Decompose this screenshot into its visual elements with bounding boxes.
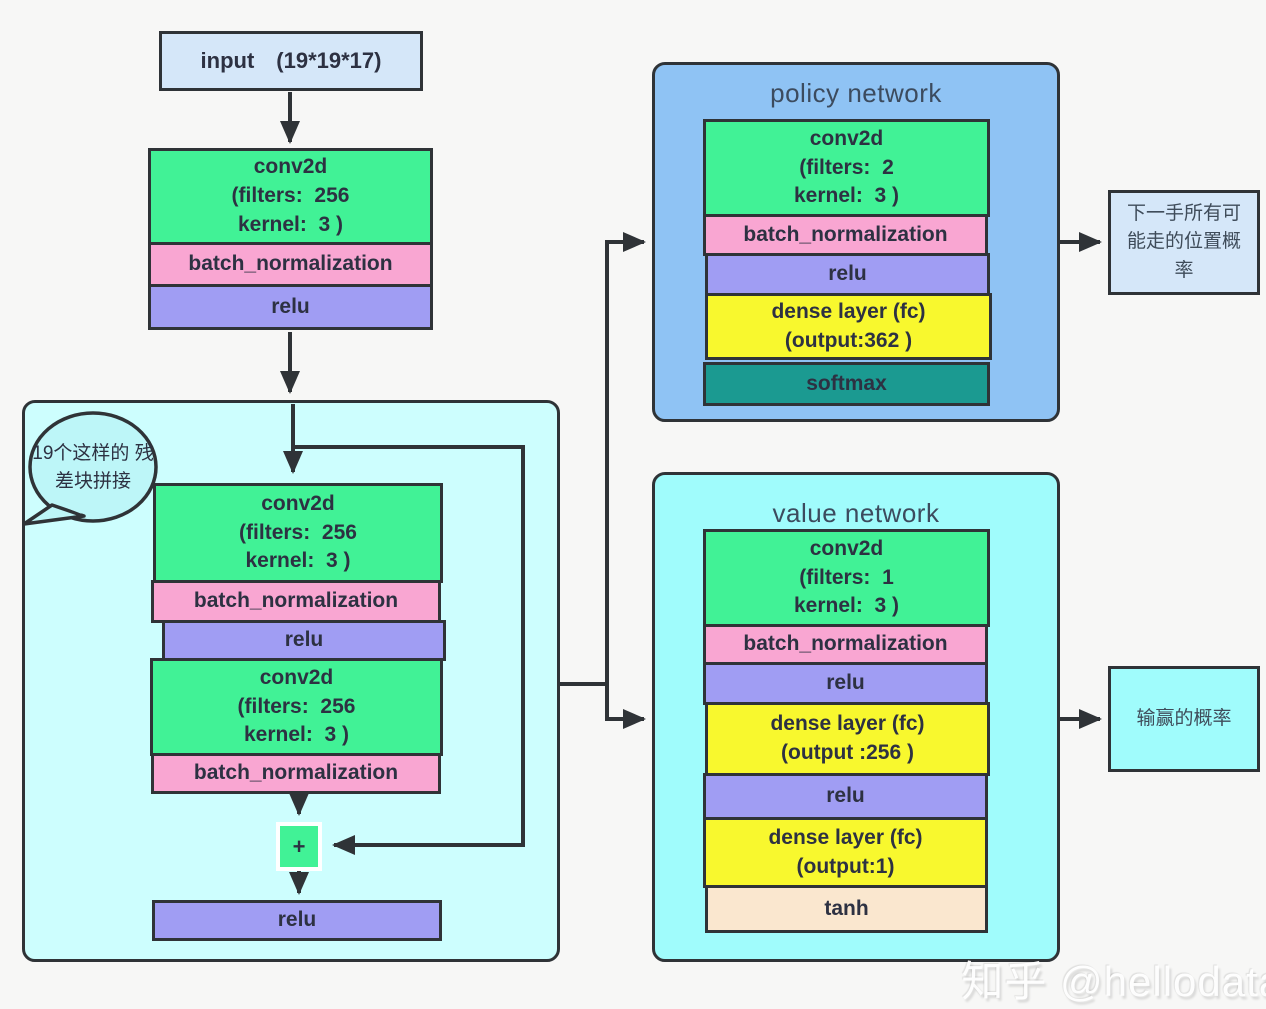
input-box: input (19*19*17) xyxy=(159,31,423,91)
relu-label: relu xyxy=(828,262,867,286)
policy-output-box: 下一手所有可能走的位置概率 xyxy=(1108,190,1260,295)
batch-norm-label: batch_normalization xyxy=(188,252,393,276)
value-network-title: value network xyxy=(652,498,1060,529)
watermark-text: 知乎 @hellodata xyxy=(961,958,1266,1005)
value-relu2: relu xyxy=(703,773,988,820)
residual-conv1: conv2d (filters: 256 kernel: 3 ) xyxy=(153,483,443,583)
batch-norm-label: batch_normalization xyxy=(193,761,399,785)
residual-relu-out: relu xyxy=(152,900,442,941)
arrow-residual-to-policy xyxy=(560,232,646,686)
conv-line: conv2d xyxy=(253,155,328,179)
value-dense2: dense layer (fc) (output:1) xyxy=(703,817,988,888)
conv-block-main: conv2d (filters: 256 kernel: 3 ) xyxy=(148,148,433,245)
value-output-text: 输赢的概率 xyxy=(1136,707,1232,729)
residual-batch-norm1: batch_normalization xyxy=(151,580,441,623)
residual-callout-text: 19个这样的 残差块拼接 xyxy=(31,440,155,495)
relu-label: relu xyxy=(826,671,865,695)
callout-line: 19个这样的 xyxy=(32,443,130,464)
value-dense1: dense layer (fc) (output :256 ) xyxy=(705,702,990,776)
dense-line: dense layer (fc) xyxy=(768,825,923,849)
conv-line: (filters: 256 xyxy=(237,694,356,718)
tanh-label: tanh xyxy=(824,896,869,920)
conv-line: kernel: 3 ) xyxy=(793,594,900,618)
policy-dense: dense layer (fc) (output:362 ) xyxy=(705,293,992,360)
value-relu1: relu xyxy=(703,662,988,705)
conv-line: conv2d xyxy=(261,491,335,515)
policy-softmax: softmax xyxy=(703,362,990,406)
value-tanh: tanh xyxy=(705,885,988,933)
conv-line: kernel: 3 ) xyxy=(243,723,350,747)
watermark: 知乎 @hellodata xyxy=(936,900,1266,1009)
relu-label: relu xyxy=(271,294,310,318)
policy-relu: relu xyxy=(705,253,990,296)
policy-batch-norm: batch_normalization xyxy=(703,214,988,256)
input-label: input (19*19*17) xyxy=(200,47,382,73)
conv-line: (filters: 256 xyxy=(231,184,350,208)
dense-line: dense layer (fc) xyxy=(771,299,926,323)
residual-add-node: + xyxy=(276,822,322,871)
conv-line: (filters: 1 xyxy=(799,565,894,589)
conv-line: conv2d xyxy=(259,665,334,689)
conv-line: conv2d xyxy=(809,126,884,150)
conv-line: kernel: 3 ) xyxy=(793,184,900,208)
dense-line: (output:1) xyxy=(796,854,895,878)
conv-line: (filters: 256 xyxy=(239,520,357,544)
batch-norm-label: batch_normalization xyxy=(743,632,948,656)
title-text: value network xyxy=(772,498,940,528)
dense-line: (output :256 ) xyxy=(781,741,914,764)
relu-label: relu xyxy=(284,628,324,652)
value-output-box: 输赢的概率 xyxy=(1108,666,1260,772)
batch-norm-label: batch_normalization xyxy=(743,222,948,246)
value-conv: conv2d (filters: 1 kernel: 3 ) xyxy=(703,529,990,627)
batch-norm-label: batch_normalization xyxy=(193,589,399,613)
softmax-label: softmax xyxy=(806,371,887,395)
residual-batch-norm2: batch_normalization xyxy=(151,753,441,794)
plus-label: + xyxy=(292,833,306,859)
arrow-residual-to-value xyxy=(605,684,646,729)
conv-line: kernel: 3 ) xyxy=(237,212,344,236)
relu-label: relu xyxy=(826,784,865,808)
residual-relu1: relu xyxy=(162,620,446,661)
dense-line: dense layer (fc) xyxy=(770,712,925,736)
dense-line: (output:362 ) xyxy=(784,328,913,352)
policy-network-title: policy network xyxy=(652,78,1060,109)
value-batch-norm: batch_normalization xyxy=(703,624,988,665)
policy-output-text: 下一手所有可能走的位置概率 xyxy=(1126,202,1241,281)
residual-conv2: conv2d (filters: 256 kernel: 3 ) xyxy=(150,658,443,756)
title-text: policy network xyxy=(770,78,942,108)
relu-label: relu xyxy=(277,908,317,932)
conv-line: conv2d xyxy=(809,536,884,560)
batch-norm-main: batch_normalization xyxy=(148,242,433,287)
conv-line: (filters: 2 xyxy=(799,155,894,179)
policy-conv: conv2d (filters: 2 kernel: 3 ) xyxy=(703,119,990,217)
conv-line: kernel: 3 ) xyxy=(245,549,351,573)
relu-main: relu xyxy=(148,284,433,330)
